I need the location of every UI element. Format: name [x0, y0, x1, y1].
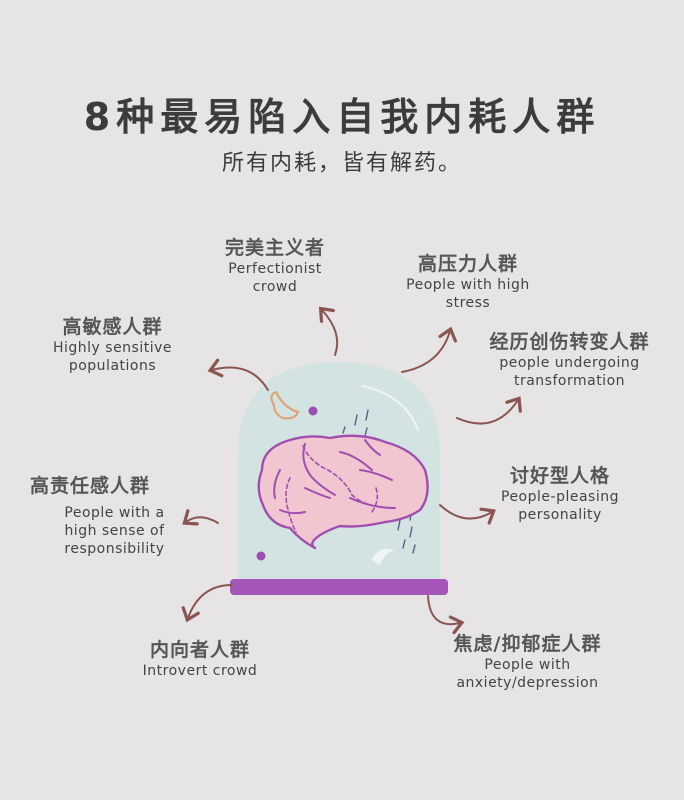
label-high-responsibility: 高责任感人群 People with a high sense of respo… [18, 474, 193, 558]
label-cn: 高敏感人群 [62, 316, 163, 338]
label-en: People-pleasing [501, 489, 619, 505]
label-cn: 焦虑/抑郁症人群 [453, 633, 602, 655]
label-en: People with [484, 657, 571, 673]
page-subtitle: 所有内耗，皆有解药。 [221, 151, 462, 176]
label-en: Perfectionist [228, 261, 322, 277]
label-cn: 讨好型人格 [509, 465, 610, 487]
label-en: people undergoing [499, 355, 640, 371]
label-high-stress: 高压力人群 People with high stress [378, 252, 558, 312]
label-en: high sense of [64, 523, 165, 539]
label-perfectionist: 完美主义者 Perfectionist crowd [190, 236, 360, 296]
label-people-pleasing: 讨好型人格 People-pleasing personality [470, 464, 650, 524]
label-en: transformation [513, 373, 626, 389]
label-en: crowd [252, 279, 298, 295]
jar-base [230, 579, 448, 595]
label-en: stress [445, 295, 491, 311]
label-cn: 完美主义者 [224, 237, 325, 259]
label-cn: 内向者人群 [149, 639, 250, 661]
label-en: personality [518, 507, 602, 523]
label-en: People with high [406, 277, 530, 293]
label-trauma-transformation: 经历创伤转变人群 people undergoing transformatio… [462, 330, 677, 390]
label-en: responsibility [64, 541, 165, 557]
label-cn: 高压力人群 [417, 253, 518, 275]
label-en: Introvert crowd [142, 663, 258, 679]
label-anxiety-depression: 焦虑/抑郁症人群 People with anxiety/depression [425, 632, 630, 692]
label-en: anxiety/depression [456, 675, 599, 691]
brain-icon [257, 434, 429, 550]
label-highly-sensitive: 高敏感人群 Highly sensitive populations [25, 315, 200, 375]
label-en: People with a [64, 505, 165, 521]
label-en: Highly sensitive [52, 340, 173, 356]
label-cn: 高责任感人群 [30, 475, 151, 497]
label-cn: 经历创伤转变人群 [489, 331, 650, 353]
label-introvert: 内向者人群 Introvert crowd [110, 638, 290, 680]
label-en: populations [68, 358, 157, 374]
page-title: 8种最易陷入自我内耗人群 [83, 95, 601, 139]
decoration-icons [256, 390, 416, 561]
arrow-icons [181, 306, 522, 635]
